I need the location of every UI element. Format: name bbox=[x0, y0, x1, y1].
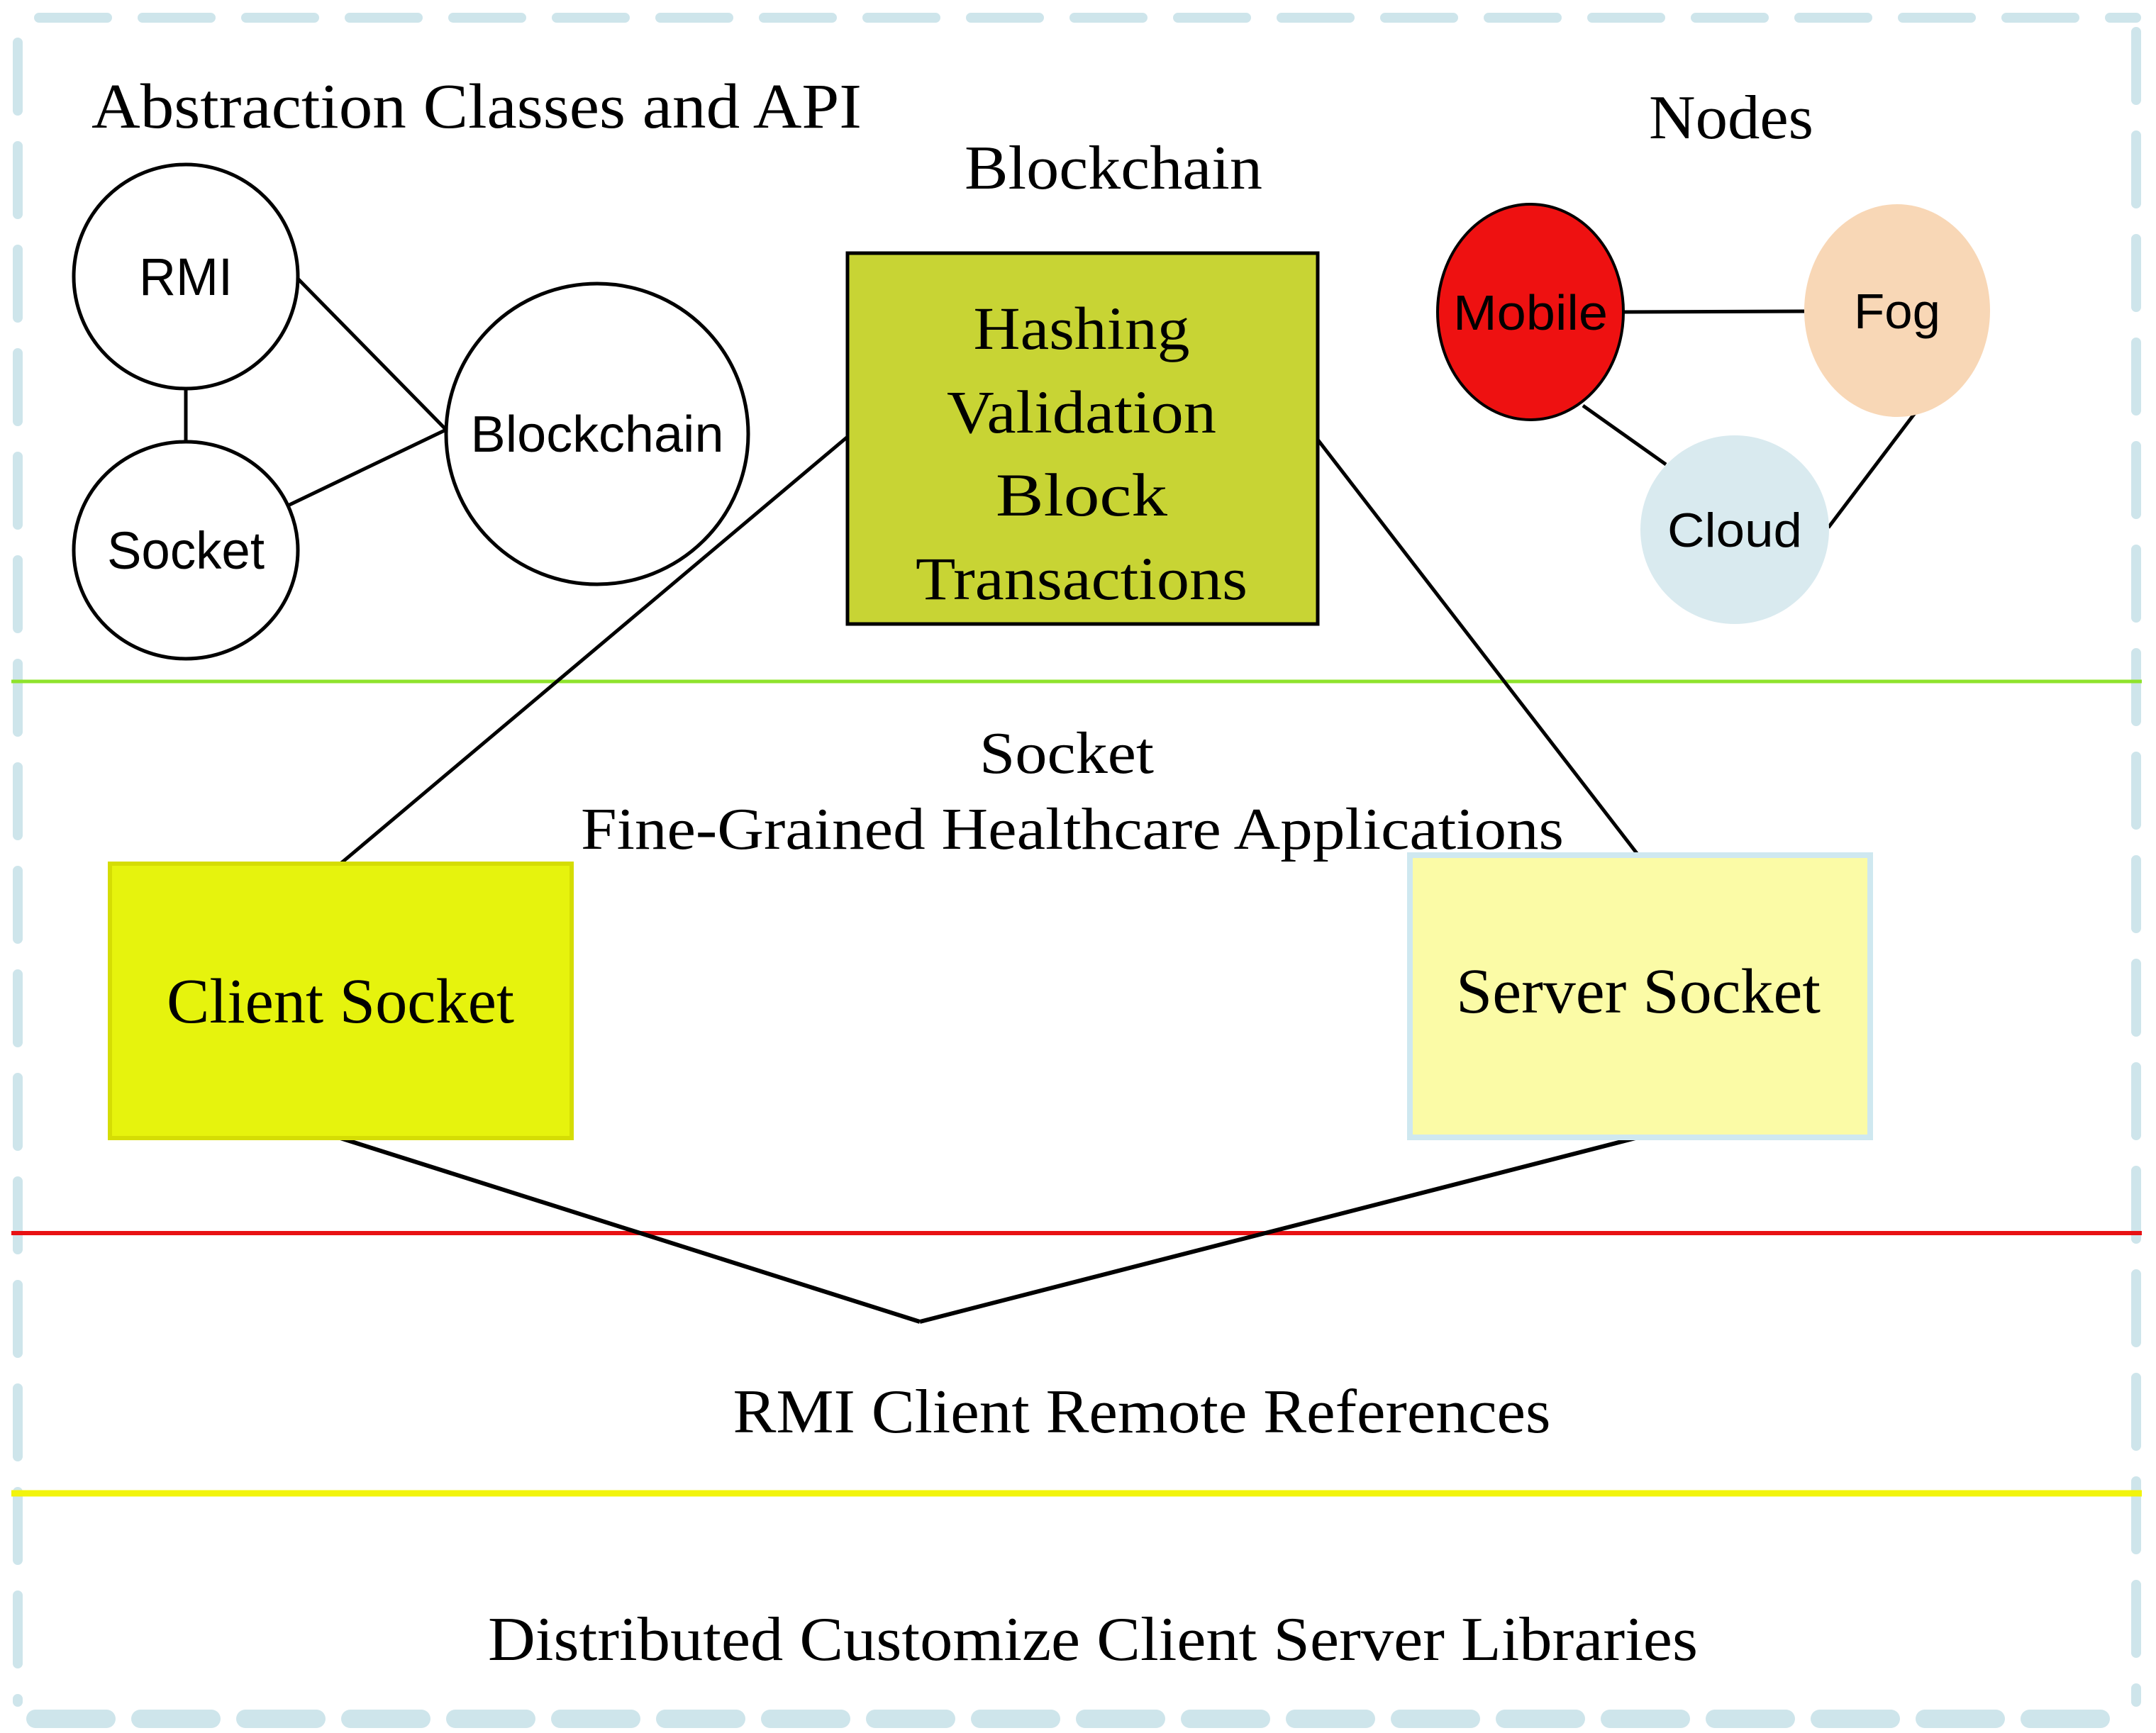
client-rmi-connector bbox=[340, 1136, 921, 1324]
blockchain-circle bbox=[444, 282, 750, 586]
socket-circle-label: Socket bbox=[107, 521, 265, 580]
fog-label: Fog bbox=[1854, 284, 1940, 339]
blockchain-box-line-1: Hashing bbox=[974, 294, 1190, 362]
abstraction-section: Abstraction Classes and API RMI Socket B… bbox=[72, 72, 862, 661]
client-socket-box bbox=[108, 862, 574, 1140]
server-socket-label: Server Socket bbox=[1456, 957, 1821, 1027]
page-border bbox=[13, 13, 2141, 1728]
blockchain-box bbox=[845, 251, 1320, 626]
cloud-circle bbox=[1640, 435, 1829, 624]
blockchain-box-line-2: Validation bbox=[947, 378, 1216, 446]
rmi-references-label: RMI Client Remote References bbox=[733, 1378, 1551, 1447]
server-rmi-connector bbox=[919, 1135, 1639, 1324]
fog-circle bbox=[1804, 204, 1990, 417]
rmi-label: RMI bbox=[139, 247, 233, 306]
socket-blockchain-connector bbox=[288, 428, 448, 507]
rmi-blockchain-connector bbox=[295, 276, 448, 431]
libraries-label: Distributed Customize Client Server Libr… bbox=[488, 1605, 1698, 1674]
mobile-label: Mobile bbox=[1453, 285, 1608, 340]
blockchain-box-line-4: Transactions bbox=[916, 545, 1248, 613]
rmi-circle bbox=[72, 162, 300, 391]
blockchain-server-connector bbox=[1316, 438, 1640, 857]
socket-layer-section: Socket Fine-Grained Healthcare Applicati… bbox=[108, 435, 1873, 1324]
nodes-title: Nodes bbox=[1649, 84, 1813, 152]
fog-cloud-connector bbox=[1827, 410, 1918, 529]
cloud-label: Cloud bbox=[1667, 503, 1802, 557]
mobile-circle bbox=[1436, 203, 1625, 421]
socket-layer-title: Socket bbox=[979, 720, 1154, 786]
abstraction-title: Abstraction Classes and API bbox=[91, 72, 862, 142]
healthcare-subtitle: Fine-Grained Healthcare Applications bbox=[581, 796, 1564, 862]
client-socket-label: Client Socket bbox=[167, 966, 514, 1037]
blockchain-circle-label: Blockchain bbox=[471, 406, 724, 463]
mobile-fog-connector bbox=[1623, 309, 1805, 314]
socket-circle bbox=[72, 440, 300, 661]
blockchain-client-connector bbox=[339, 435, 849, 865]
blockchain-section-title: Blockchain bbox=[965, 134, 1262, 203]
blockchain-box-line-3: Block bbox=[996, 461, 1167, 529]
nodes-section: Nodes Mobile Fog Cloud bbox=[1436, 84, 1990, 624]
server-socket-box bbox=[1407, 852, 1873, 1140]
mobile-cloud-connector bbox=[1582, 403, 1667, 467]
blockchain-section: Blockchain Hashing Validation Block Tran… bbox=[845, 134, 1320, 626]
